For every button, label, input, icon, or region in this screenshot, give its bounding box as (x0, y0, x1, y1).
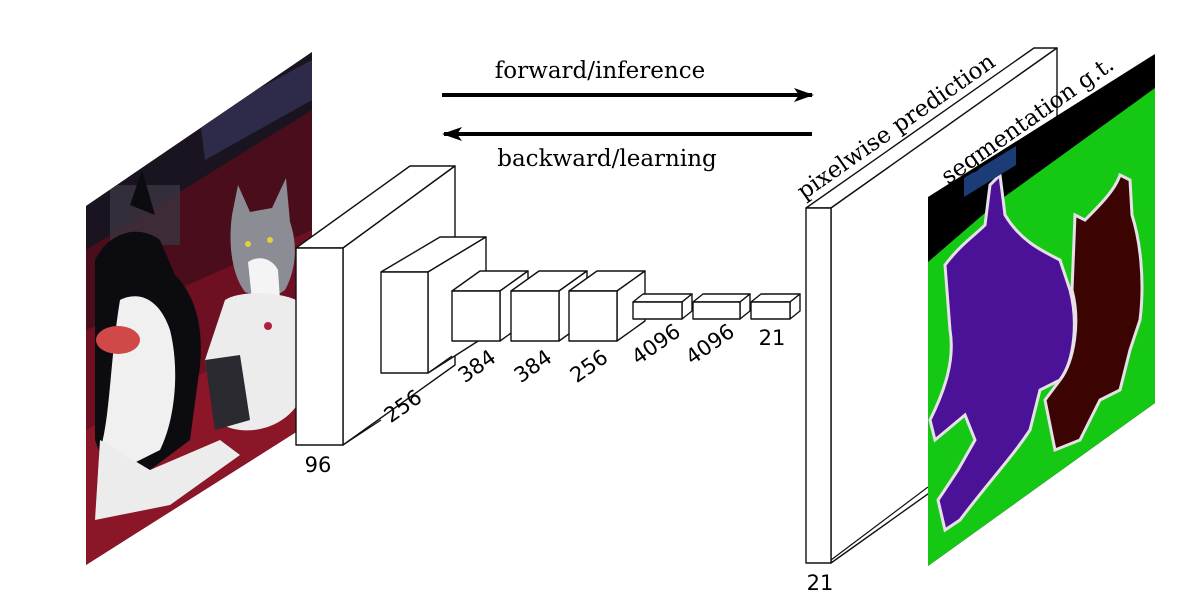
layer-label-96: 96 (305, 453, 332, 477)
backward-label: backward/learning (497, 146, 717, 172)
layer-box-4096-b (692, 293, 751, 320)
dog-figure (95, 170, 240, 520)
layer-label-256-b: 256 (566, 345, 613, 388)
layer-box-21 (750, 293, 801, 320)
depth-guide-256 (427, 355, 453, 374)
slab-connector (830, 486, 929, 561)
layer-label-21: 21 (759, 326, 786, 350)
layer-label-384-b: 384 (510, 345, 557, 388)
cat-class-region (1043, 172, 1144, 453)
focus-marker (964, 146, 1016, 197)
cat-figure (205, 178, 300, 431)
layer-label-4096-b: 4096 (681, 319, 739, 369)
prediction-depth-label: 21 (807, 571, 834, 595)
layer-box-256-b (568, 270, 646, 342)
layer-box-4096-a (632, 293, 693, 320)
input-photo (86, 52, 312, 565)
forward-label: forward/inference (495, 58, 705, 84)
depth-guide-96 (342, 419, 382, 446)
